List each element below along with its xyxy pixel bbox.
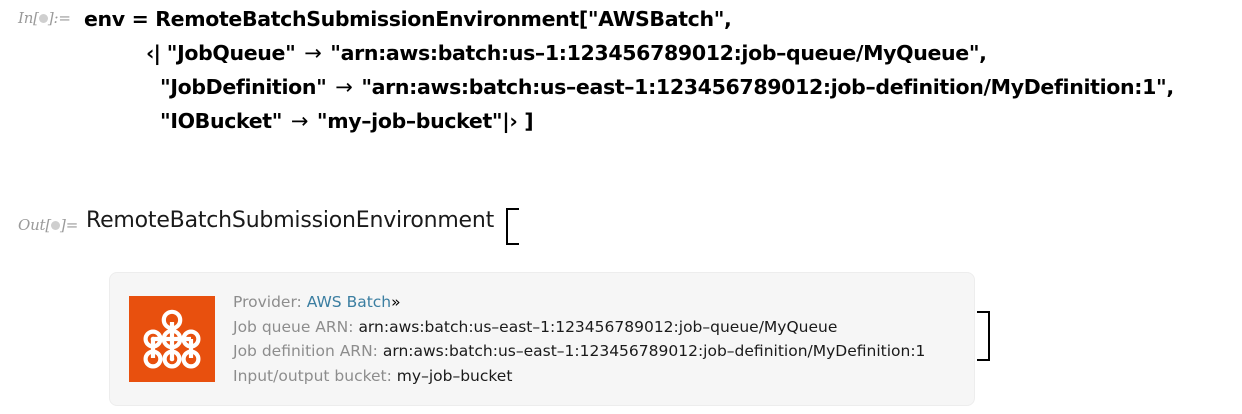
output-label-suffix: ]= (60, 216, 79, 234)
rule-arrow-icon: → (304, 41, 322, 65)
provider-link[interactable]: AWS Batch (306, 293, 392, 311)
cell-number-bullet (51, 220, 61, 230)
input-label-prefix: In[ (18, 9, 39, 27)
io-bucket-key: "IOBucket" (160, 109, 283, 133)
chevron-right-icon[interactable]: » (391, 293, 401, 311)
input-line-3: "JobDefinition" → "arn:aws:batch:us–east… (84, 70, 1174, 104)
card-row-io-bucket: Input/output bucket: my–job–bucket (233, 364, 925, 389)
job-queue-arn-label: Job queue ARN: (233, 317, 354, 336)
open-bracket-icon (506, 208, 519, 245)
output-label-prefix: Out[ (18, 216, 52, 234)
aws-batch-network-glyph (143, 309, 201, 369)
input-cell-label[interactable]: In[ ]:= (18, 9, 71, 27)
cell-number-bullet (38, 13, 48, 23)
output-cell-label[interactable]: Out[ ]= (18, 216, 78, 234)
input-label-suffix: ]:= (47, 9, 71, 27)
io-bucket-value: my–job–bucket (396, 366, 513, 385)
input-line-2: ‹| "JobQueue" → "arn:aws:batch:us–1:1234… (84, 36, 1174, 70)
close-bracket-icon (977, 311, 990, 361)
remote-batch-environment-card[interactable]: Provider: AWS Batch» Job queue ARN: arn:… (109, 272, 975, 406)
job-queue-value: "arn:aws:batch:us–1:123456789012:job–que… (330, 41, 987, 65)
io-bucket-value: "my–job–bucket"|› ] (316, 109, 534, 133)
job-queue-arn-value: arn:aws:batch:us–east–1:123456789012:job… (358, 317, 838, 336)
provider-label: Provider: (233, 293, 302, 311)
card-field-list: Provider: AWS Batch» Job queue ARN: arn:… (233, 290, 925, 388)
card-row-job-queue-arn: Job queue ARN: arn:aws:batch:us–east–1:1… (233, 315, 925, 340)
input-line-4: "IOBucket" → "my–job–bucket"|› ] (84, 104, 1174, 138)
association-open-token: ‹| (146, 41, 161, 65)
input-line-1: env = RemoteBatchSubmissionEnvironment["… (84, 7, 732, 31)
aws-batch-icon (129, 296, 215, 382)
job-definition-key: "JobDefinition" (160, 75, 327, 99)
card-row-job-definition-arn: Job definition ARN: arn:aws:batch:us–eas… (233, 339, 925, 364)
card-row-provider: Provider: AWS Batch» (233, 290, 925, 315)
output-expression-head: RemoteBatchSubmissionEnvironment (86, 208, 495, 233)
job-definition-value: "arn:aws:batch:us–east–1:123456789012:jo… (361, 75, 1174, 99)
job-definition-arn-value: arn:aws:batch:us–east–1:123456789012:job… (382, 342, 926, 360)
job-queue-key: "JobQueue" (166, 41, 296, 65)
rule-arrow-icon: → (335, 75, 353, 99)
io-bucket-label: Input/output bucket: (233, 366, 392, 385)
input-cell-content[interactable]: env = RemoteBatchSubmissionEnvironment["… (84, 2, 1174, 138)
job-definition-arn-label: Job definition ARN: (233, 342, 378, 360)
rule-arrow-icon: → (290, 109, 309, 133)
